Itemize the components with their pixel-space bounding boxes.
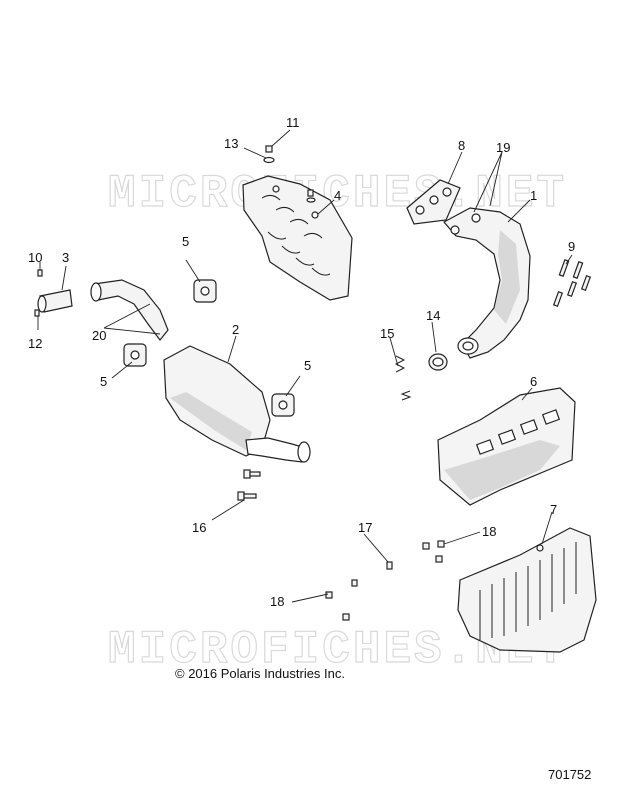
callout-5-top: 5 [182,234,189,249]
part-5-mount-top [193,279,217,303]
callout-18-right: 18 [482,524,496,539]
callout-11: 11 [286,115,300,130]
part-20-tail-pipe [90,279,169,341]
callout-18-left: 18 [270,594,284,609]
part-6-heat-shield [437,387,576,506]
callout-19: 19 [496,140,510,155]
callout-14: 14 [426,308,440,323]
callout-4: 4 [334,188,341,203]
leader-lines [37,129,573,603]
callout-5-right: 5 [304,358,311,373]
diagram-number: 701752 [548,767,591,782]
part-13-washer [263,156,275,164]
callout-3: 3 [62,250,69,265]
part-10-screw [37,269,43,277]
part-5-mount-left [123,343,147,367]
part-14-gasket-ring [428,353,448,371]
part-3-tailpipe-tip [37,289,73,313]
callout-1: 1 [530,188,537,203]
callout-2: 2 [232,322,239,337]
part-5-mount-right [271,393,295,417]
part-2-muffler [163,345,311,463]
small-nut-on-shield [306,189,316,203]
part-8-gasket [406,179,461,225]
part-11-nut [265,145,273,153]
callout-13: 13 [224,136,238,151]
callout-17: 17 [358,520,372,535]
part-9-bolts [552,259,592,308]
part-12-screw [34,309,40,317]
part-1-exhaust-manifold [443,207,531,359]
part-7-heat-shield [457,527,597,653]
part-15-spring [394,355,412,401]
part-16-bolts [237,469,261,501]
callout-6: 6 [530,374,537,389]
callout-12: 12 [28,336,42,351]
part-4-heat-shield [242,175,353,301]
callout-8: 8 [458,138,465,153]
callout-7: 7 [550,502,557,517]
callout-20: 20 [92,328,106,343]
copyright-text: © 2016 Polaris Industries Inc. [175,666,345,681]
part-18-fasteners [325,540,445,621]
callout-16: 16 [192,520,206,535]
part-17-fastener [386,561,393,570]
callout-10: 10 [28,250,42,265]
callout-5-left: 5 [100,374,107,389]
callout-15: 15 [380,326,394,341]
callout-9: 9 [568,239,575,254]
